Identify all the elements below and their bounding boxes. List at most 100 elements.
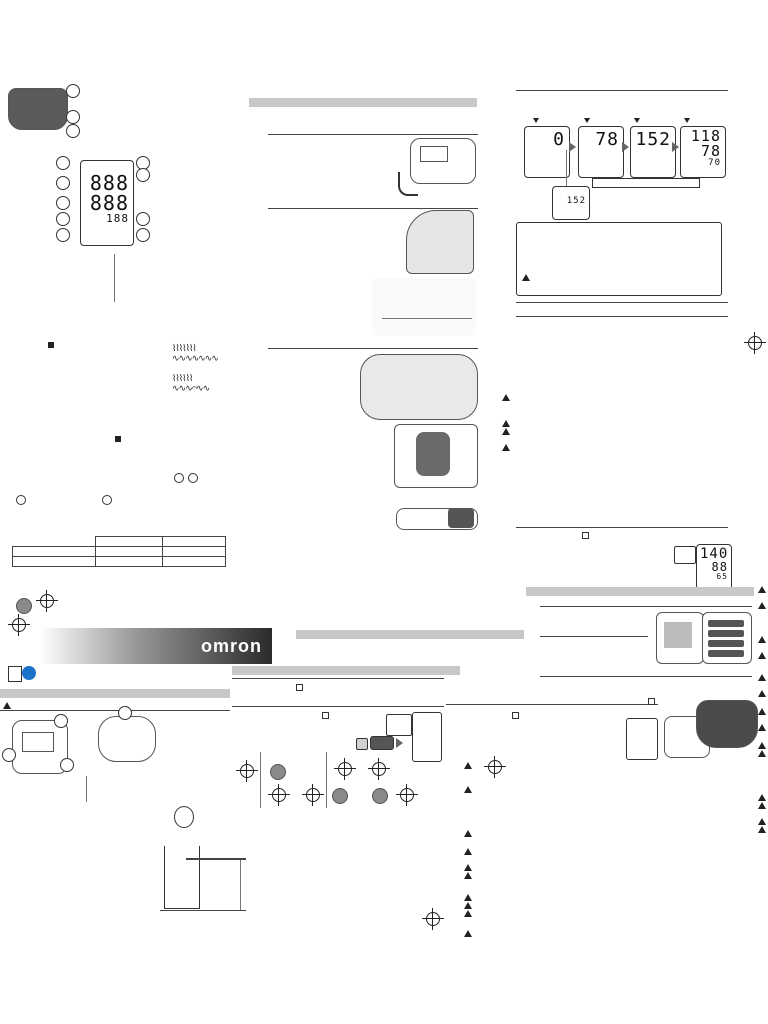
warning-triangle-icon <box>758 818 766 825</box>
warning-triangle-icon <box>758 794 766 801</box>
warning-triangle-icon <box>502 428 510 435</box>
memory-pulse: 65 <box>716 572 728 581</box>
leader-line <box>114 254 115 302</box>
warning-triangle-icon <box>464 872 472 879</box>
sequence-display-2: 78 <box>578 126 624 178</box>
warning-triangle-icon <box>758 708 766 715</box>
memory-button-icon <box>648 698 655 705</box>
rule <box>540 636 648 637</box>
callout-monitor-a <box>54 714 68 728</box>
air-tube <box>398 172 418 196</box>
section-header-bar <box>526 587 754 596</box>
callout-display-i <box>136 228 150 242</box>
omron-logo: omron <box>201 636 262 656</box>
wrapping-cuff-illustration <box>360 354 478 420</box>
section-header-bar <box>0 689 230 698</box>
sequence-pulse: 70 <box>708 158 721 168</box>
warning-triangle-icon <box>758 724 766 731</box>
circle-icon-a <box>174 473 184 483</box>
warning-triangle-icon <box>502 444 510 451</box>
warning-triangle-icon <box>464 930 472 937</box>
warning-triangle-icon <box>758 602 766 609</box>
memory-button <box>356 738 368 750</box>
warning-triangle-icon <box>758 802 766 809</box>
section-header-bar <box>296 630 524 639</box>
warning-triangle-icon <box>464 894 472 901</box>
grey-dot <box>16 598 32 614</box>
arrow-right-icon <box>672 142 679 152</box>
sequence-sys: 118 <box>690 127 721 145</box>
memory-display-panel <box>370 736 394 750</box>
display-row-3: 188 <box>106 212 129 225</box>
memory-button-icon <box>296 684 303 691</box>
divider <box>326 752 327 808</box>
warning-triangle-icon <box>758 636 766 643</box>
battery-4 <box>708 650 744 657</box>
rule <box>540 606 752 607</box>
symbol-icon-2 <box>115 436 121 442</box>
callout-3 <box>66 124 80 138</box>
warning-triangle-icon <box>502 394 510 401</box>
arrow-right-icon <box>569 142 576 152</box>
rule <box>516 527 728 528</box>
leader-line <box>86 776 87 802</box>
circle-icon-d <box>102 495 112 505</box>
display-diagram: 888 888 188 <box>80 160 134 246</box>
monitor-connection-screen <box>420 146 448 162</box>
chair <box>164 846 200 909</box>
memory-button-icon <box>322 712 329 719</box>
callout-display-c <box>56 196 70 210</box>
sequence-bracket <box>592 178 700 188</box>
rule <box>540 676 752 677</box>
warning-triangle-icon <box>758 826 766 833</box>
registration-mark <box>484 756 506 778</box>
grey-dot <box>372 788 388 804</box>
warning-triangle-icon <box>758 586 766 593</box>
warning-triangle-icon <box>758 674 766 681</box>
rule <box>268 348 478 349</box>
rule <box>516 302 728 303</box>
rule <box>516 90 728 91</box>
sequence-display-3: 152 <box>630 126 676 178</box>
instruction-book-icon <box>8 666 22 682</box>
regular-waveform: ⌇⌇⌇⌇⌇⌇⌇∿∿∿∿∿∿∿ <box>172 344 219 364</box>
rule <box>268 208 478 209</box>
rule <box>0 710 230 711</box>
inset-value: 152 <box>566 196 586 206</box>
inset-connector <box>566 150 567 186</box>
warning-triangle-icon <box>758 652 766 659</box>
registration-mark <box>744 332 766 354</box>
sequence-dia: 78 <box>700 142 721 160</box>
display-row-2: 888 <box>89 191 129 215</box>
memory-button-icon <box>512 712 519 719</box>
pointer-icon <box>684 118 690 123</box>
registration-mark <box>334 758 356 780</box>
memory-button-icon <box>582 532 589 539</box>
callout-display-d <box>56 212 70 226</box>
brand-band: omron <box>40 628 272 664</box>
registration-mark <box>236 760 258 782</box>
circle-icon-c <box>16 495 26 505</box>
warning-triangle-icon <box>758 742 766 749</box>
sequence-display-1: 0 <box>524 126 570 178</box>
callout-2 <box>66 110 80 124</box>
memory-recall-button <box>674 546 696 564</box>
info-icon <box>22 666 36 680</box>
putting-on-cuff-illustration <box>406 210 474 274</box>
registration-mark <box>368 758 390 780</box>
callout-1 <box>66 84 80 98</box>
warning-triangle-icon <box>758 690 766 697</box>
sequence-value-1: 0 <box>553 129 565 150</box>
monitor-front-illustration <box>12 720 68 774</box>
pointer-icon <box>634 118 640 123</box>
arrow-right-icon <box>622 142 629 152</box>
warning-triangle-icon <box>502 420 510 427</box>
registration-mark <box>302 784 324 806</box>
readings-card <box>626 718 658 760</box>
section-header-bar <box>249 98 477 107</box>
registration-mark <box>268 784 290 806</box>
callout-display-b <box>56 176 70 190</box>
sequence-value-3: 152 <box>635 129 671 150</box>
registration-mark <box>396 784 418 806</box>
monitor-side-illustration <box>98 716 156 762</box>
